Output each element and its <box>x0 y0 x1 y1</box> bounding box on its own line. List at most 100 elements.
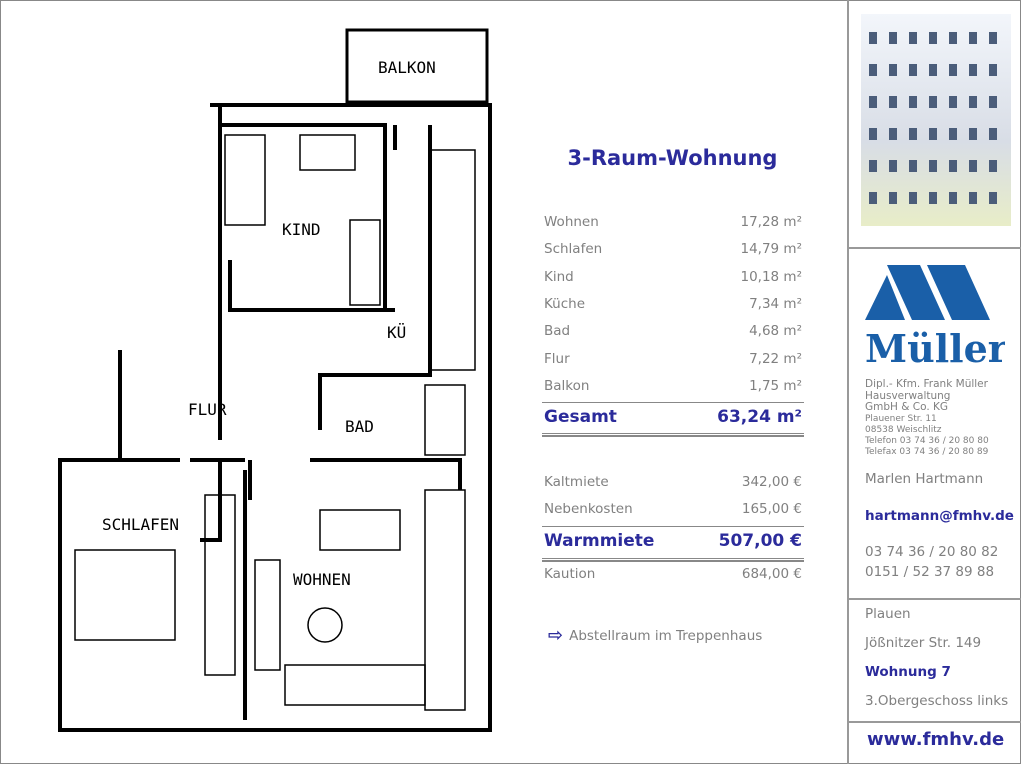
row-value: 7,22 m² <box>749 350 802 367</box>
company-section: Müller Dipl.- Kfm. Frank Müller Hausverw… <box>849 249 1021 600</box>
details-rooms-row: Wohnen 17,28 m² <box>544 214 802 230</box>
building-window <box>949 128 957 140</box>
building-window <box>909 192 917 204</box>
arrow-right-icon: ⇨ <box>548 625 564 646</box>
building-window <box>889 32 897 44</box>
building-window <box>889 64 897 76</box>
location-city: Plauen <box>865 606 911 622</box>
building-window <box>989 160 997 172</box>
company-street: Plauener Str. 11 <box>865 413 937 424</box>
building-window <box>949 32 957 44</box>
building-window <box>909 96 917 108</box>
contact-email[interactable]: hartmann@fmhv.de <box>865 508 1014 524</box>
company-name: Dipl.- Kfm. Frank Müller <box>865 378 988 390</box>
building-window <box>929 64 937 76</box>
building-window <box>889 96 897 108</box>
building-photo-section <box>849 0 1021 249</box>
location-floor: 3.Obergeschoss links <box>865 693 1009 709</box>
sidebar: Müller Dipl.- Kfm. Frank Müller Hausverw… <box>847 0 1021 764</box>
building-window <box>869 64 877 76</box>
building-window <box>929 160 937 172</box>
building-window <box>869 160 877 172</box>
building-window <box>969 64 977 76</box>
row-label: Flur <box>544 350 570 367</box>
details-rooms-row: Bad 4,68 m² <box>544 323 802 339</box>
plan-label-kueche: KÜ <box>387 323 406 342</box>
building-window <box>949 96 957 108</box>
building-window <box>989 96 997 108</box>
row-value: 4,68 m² <box>749 323 802 340</box>
building-window <box>929 192 937 204</box>
company-phone: Telefon 03 74 36 / 20 80 80 <box>865 435 989 446</box>
building-window <box>989 64 997 76</box>
building-window <box>909 32 917 44</box>
company-city: 08538 Weischlitz <box>865 424 942 435</box>
building-window <box>889 128 897 140</box>
plan-label-schlafen: SCHLAFEN <box>102 515 179 534</box>
building-window <box>949 192 957 204</box>
building-window <box>969 96 977 108</box>
building-window <box>949 64 957 76</box>
building-window <box>949 160 957 172</box>
building-window <box>889 160 897 172</box>
location-section: Plauen Jößnitzer Str. 149 Wohnung 7 3.Ob… <box>849 600 1021 723</box>
plan-label-kind: KIND <box>282 220 321 239</box>
warm-label: Warmmiete <box>544 531 655 551</box>
apartment-title: 3-Raum-Wohnung <box>567 146 778 170</box>
row-value: 17,28 m² <box>740 214 802 230</box>
building-window <box>989 32 997 44</box>
total-value: 63,24 m² <box>717 407 802 427</box>
row-label: Küche <box>544 295 586 312</box>
plan-label-bad: BAD <box>345 417 374 436</box>
building-window <box>969 32 977 44</box>
building-window <box>969 192 977 204</box>
details-rooms-row: Flur 7,22 m² <box>544 351 802 367</box>
plan-label-balkon: BALKON <box>378 58 436 77</box>
row-label: Schlafen <box>544 241 603 258</box>
building-window <box>989 192 997 204</box>
building-window <box>929 96 937 108</box>
warm-value: 507,00 € <box>718 531 802 551</box>
building-window <box>869 32 877 44</box>
row-value: 10,18 m² <box>740 268 802 285</box>
warmmiete-row: Warmmiete 507,00 € <box>544 531 802 551</box>
row-label: Kaltmiete <box>544 474 609 490</box>
contact-phone: 03 74 36 / 20 80 82 <box>865 544 999 560</box>
building-window <box>929 32 937 44</box>
row-value: 342,00 € <box>741 474 802 490</box>
building-window <box>989 128 997 140</box>
deposit-label: Kaution <box>544 566 596 582</box>
svg-text:Müller: Müller <box>865 326 1005 370</box>
contact-mobile: 0151 / 52 37 89 88 <box>865 564 995 580</box>
building-window <box>889 192 897 204</box>
row-value: 7,34 m² <box>749 295 802 312</box>
location-street: Jößnitzer Str. 149 <box>865 635 982 651</box>
floor-plan: BALKON KIND KÜ FLUR BAD SCHLAFEN WOHNEN <box>58 28 492 732</box>
company-legal: GmbH & Co. KG <box>865 401 949 413</box>
company-type: Hausverwaltung <box>865 389 951 402</box>
building-window <box>909 64 917 76</box>
apartment-details: 3-Raum-Wohnung Wohnen 17,28 m² Schlafen 14,… <box>540 0 805 764</box>
building-window <box>869 128 877 140</box>
website-link[interactable]: www.fmhv.de <box>867 729 1005 750</box>
details-rooms-row: Schlafen 14,79 m² <box>544 241 802 257</box>
details-rooms-row: Küche 7,34 m² <box>544 296 802 312</box>
building-photo <box>861 14 1011 226</box>
building-window <box>969 128 977 140</box>
plan-label-wohnen: WOHNEN <box>293 570 351 589</box>
plan-label-flur: FLUR <box>188 400 227 419</box>
location-unit: Wohnung 7 <box>865 664 951 680</box>
row-value: 165,00 € <box>741 501 802 517</box>
row-label: Bad <box>544 323 571 340</box>
storage-note-text: Abstellraum im Treppenhaus <box>569 627 763 644</box>
company-logo: Müller <box>865 265 1005 370</box>
row-value: 14,79 m² <box>740 241 802 258</box>
row-label: Wohnen <box>544 214 599 230</box>
company-fax: Telefax 03 74 36 / 20 80 89 <box>865 446 989 457</box>
building-window <box>929 128 937 140</box>
row-label: Balkon <box>544 377 590 394</box>
